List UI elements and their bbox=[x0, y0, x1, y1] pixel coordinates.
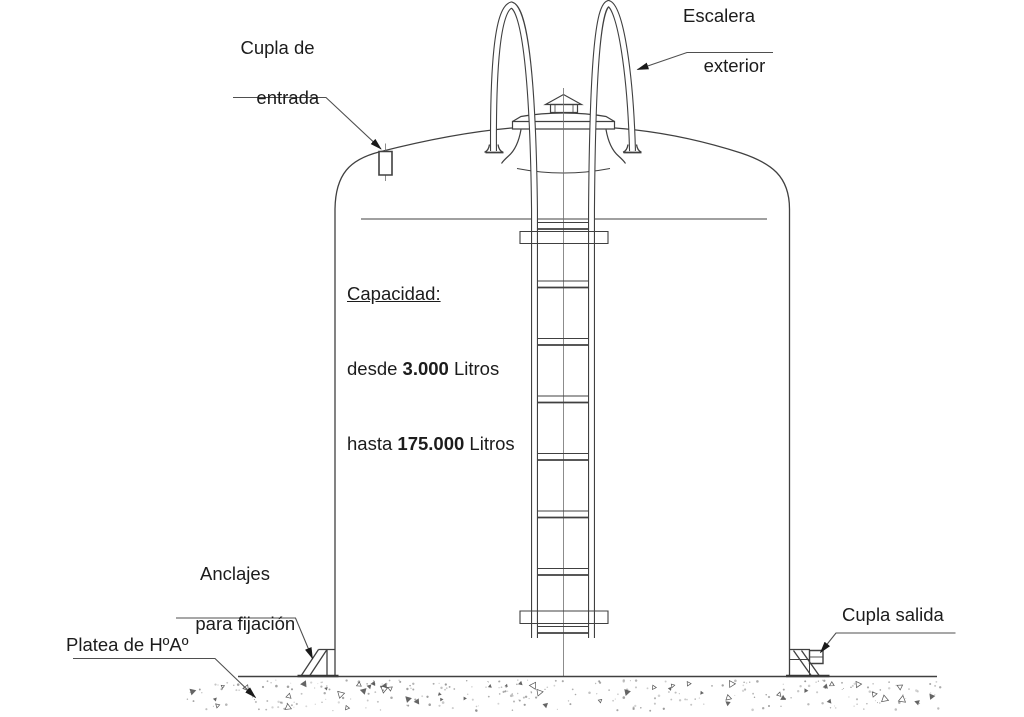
vent-collar bbox=[551, 105, 578, 113]
exterior-ladder bbox=[485, 4, 642, 639]
cupla-salida-text: Cupla salida bbox=[842, 604, 944, 625]
leader-platea bbox=[73, 659, 257, 699]
ground bbox=[186, 677, 942, 712]
hoop-feet bbox=[485, 145, 642, 153]
leader-escalera bbox=[636, 53, 774, 70]
ladder-right-hoop-rail bbox=[592, 4, 633, 639]
capacidad-max-value: 175.000 bbox=[397, 433, 465, 454]
manhole-neck-right bbox=[606, 130, 626, 164]
leader-cupla-salida bbox=[819, 633, 956, 654]
cupla-entrada-line1: Cupla de bbox=[240, 37, 315, 58]
ladder-brackets bbox=[520, 232, 608, 624]
label-escalera-exterior: Escalera exterior bbox=[683, 3, 765, 103]
label-platea: Platea de HºAº bbox=[66, 632, 189, 682]
label-cupla-entrada: Cupla de entrada bbox=[200, 35, 355, 135]
tank-right-wall-and-shoulder bbox=[615, 128, 790, 677]
label-capacidad: Capacidad: desde 3.000 Litros hasta 175.… bbox=[347, 231, 515, 506]
escalera-line2: exterior bbox=[703, 55, 766, 76]
label-cupla-salida: Cupla salida bbox=[842, 602, 944, 652]
concrete-texture bbox=[186, 679, 942, 712]
leader-anclajes bbox=[176, 618, 313, 660]
ladder-rungs bbox=[538, 223, 589, 634]
capacidad-heading: Capacidad: bbox=[347, 283, 441, 304]
anclajes-line1: Anclajes bbox=[200, 563, 270, 584]
capacidad-desde: desde 3.000 Litros bbox=[347, 358, 500, 379]
capacidad-min-value: 3.000 bbox=[402, 358, 449, 379]
platea-text: Platea de HºAº bbox=[66, 634, 189, 655]
vent-collar-inner bbox=[555, 105, 573, 113]
escalera-line1: Escalera bbox=[683, 5, 755, 26]
capacidad-hasta: hasta 175.000 Litros bbox=[347, 433, 515, 454]
leader-lines bbox=[73, 53, 956, 699]
right-anchor-and-outlet bbox=[786, 650, 830, 677]
label-anclajes: Anclajes para fijación bbox=[165, 561, 305, 661]
cupla-entrada-line2: entrada bbox=[256, 87, 320, 108]
leader-cupla-entrada bbox=[233, 98, 382, 150]
manhole-neck-left bbox=[502, 130, 522, 164]
anclajes-line2: para fijación bbox=[195, 613, 296, 634]
inlet-coupling bbox=[379, 152, 392, 176]
